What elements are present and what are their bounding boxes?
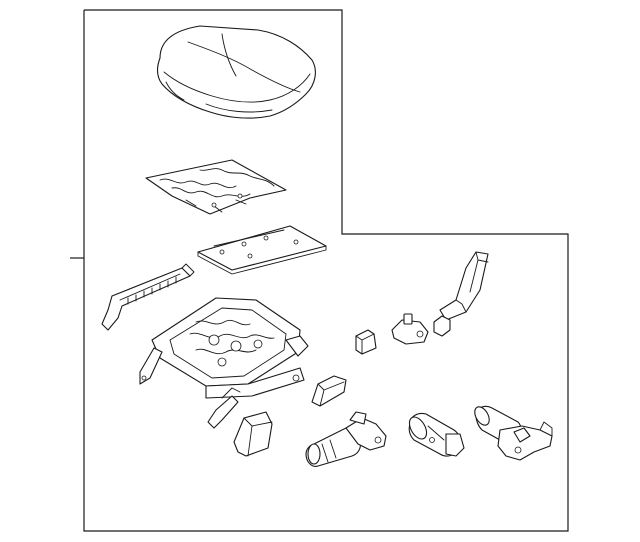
adjuster-motor-center: [408, 412, 465, 457]
lever-handle: [439, 251, 489, 321]
seat-frame-track: [139, 297, 309, 429]
adjuster-motor-right: [474, 405, 553, 461]
switch-knob: [391, 313, 429, 345]
seat-cushion: [157, 25, 316, 119]
diagram-frame: [70, 9, 569, 532]
seat-heater-lower: [197, 225, 327, 275]
adjuster-motor-left: [305, 411, 387, 467]
end-cap-cover: [233, 411, 273, 457]
side-trim-panel: [101, 263, 195, 331]
trim-cover-small: [355, 329, 377, 355]
bracket-cover: [311, 375, 347, 407]
seat-heater-upper: [145, 159, 287, 215]
connector-clip: [433, 315, 451, 337]
